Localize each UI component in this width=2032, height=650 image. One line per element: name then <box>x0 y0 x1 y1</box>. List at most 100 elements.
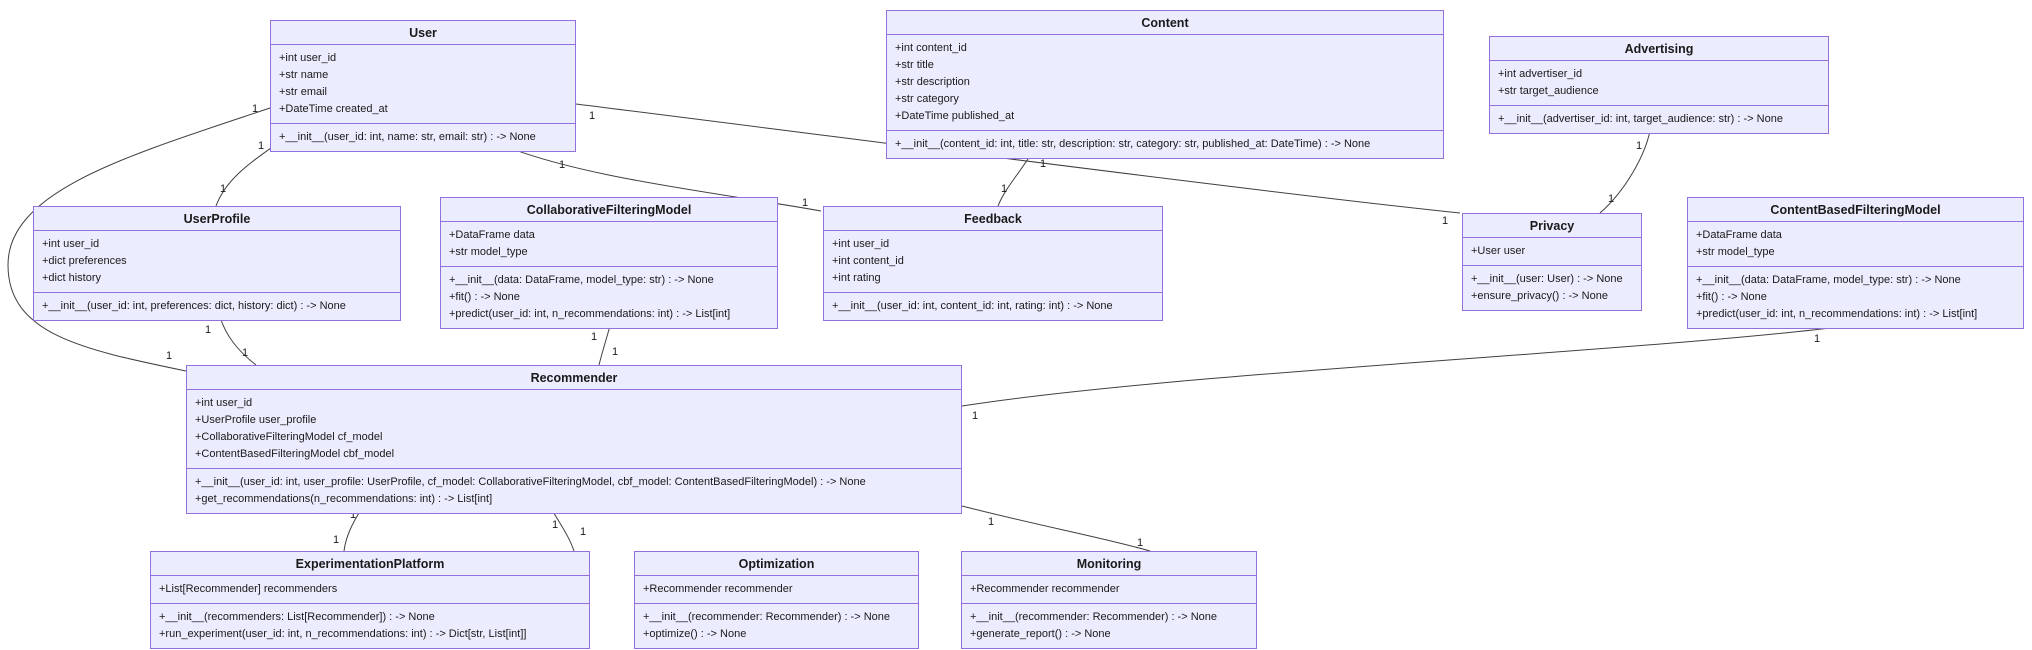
class-attributes-section: +int user_id+UserProfile user_profile+Co… <box>187 390 961 469</box>
class-box-user: User+int user_id+str name+str email+Date… <box>270 20 576 152</box>
class-methods-section: +__init__(data: DataFrame, model_type: s… <box>1688 267 2023 328</box>
class-attribute: +ContentBasedFilteringModel cbf_model <box>195 448 395 460</box>
edge-user-userprofile <box>215 142 279 207</box>
class-method: +__init__(content_id: int, title: str, d… <box>895 138 1371 150</box>
class-attribute: +int advertiser_id <box>1498 68 1583 80</box>
multiplicity-label: 1 <box>1001 183 1007 195</box>
class-methods-section: +__init__(content_id: int, title: str, d… <box>887 131 1443 158</box>
class-attribute: +int user_id <box>42 238 100 250</box>
class-methods-section: +__init__(recommender: Recommender) : ->… <box>635 604 918 648</box>
multiplicity-label: 1 <box>802 197 808 209</box>
multiplicity-label: 1 <box>552 519 558 531</box>
class-name: Content <box>887 11 1443 35</box>
class-attributes-section: +DataFrame data +str model_type <box>1688 222 2023 267</box>
class-box-collaborativefilteringmodel: CollaborativeFilteringModel+DataFrame da… <box>440 197 778 329</box>
class-attributes-section: +int user_id+int content_id+int rating <box>824 231 1162 293</box>
class-method: +run_experiment(user_id: int, n_recommen… <box>159 628 527 640</box>
class-attributes-section: +DataFrame data+str model_type <box>441 222 777 267</box>
class-method: +get_recommendations(n_recommendations: … <box>195 493 493 505</box>
class-attribute: +str model_type <box>1696 246 1775 258</box>
class-attributes-section: +int user_id+str name+str email+DateTime… <box>271 45 575 124</box>
class-method: +__init__(recommender: Recommender) : ->… <box>970 611 1218 623</box>
class-attribute: +str target_audience <box>1498 85 1599 97</box>
class-attribute: +int rating <box>832 272 881 284</box>
class-attribute: +str category <box>895 93 959 105</box>
multiplicity-label: 1 <box>1608 193 1614 205</box>
class-methods-section: +__init__(user_id: int, preferences: dic… <box>34 293 400 320</box>
class-attribute: +str email <box>279 86 327 98</box>
multiplicity-label: 1 <box>333 534 339 546</box>
class-method: +__init__(recommender: Recommender) : ->… <box>643 611 891 623</box>
class-attribute: +int content_id <box>895 42 967 54</box>
edge-collaborativefilteringmodel-recommender <box>598 325 611 366</box>
class-method: +__init__(user_id: int, preferences: dic… <box>42 300 346 312</box>
class-attribute: +int user_id <box>832 238 890 250</box>
multiplicity-label: 1 <box>252 103 258 115</box>
class-method: +fit() : -> None <box>449 291 520 303</box>
class-method: +predict(user_id: int, n_recommendations… <box>449 308 731 320</box>
class-name: Optimization <box>635 552 918 576</box>
class-methods-section: +__init__(user_id: int, content_id: int,… <box>824 293 1162 320</box>
class-method: +__init__(data: DataFrame, model_type: s… <box>449 274 714 286</box>
multiplicity-label: 1 <box>1636 140 1642 152</box>
edge-recommender-monitoring <box>961 505 1151 552</box>
multiplicity-label: 1 <box>612 346 618 358</box>
class-method: +predict(user_id: int, n_recommendations… <box>1696 308 1978 320</box>
class-method: +generate_report() : -> None <box>970 628 1111 640</box>
class-box-feedback: Feedback+int user_id+int content_id+int … <box>823 206 1163 321</box>
class-box-advertising: Advertising +int advertiser_id +str target… <box>1489 36 1829 134</box>
class-attributes-section: +int content_id+str title+str descriptio… <box>887 35 1443 131</box>
class-methods-section: +__init__(recommender: Recommender) : ->… <box>962 604 1256 648</box>
class-methods-section: +__init__(user_id: int, name: str, email… <box>271 124 575 151</box>
class-attribute: +str title <box>895 59 934 71</box>
class-box-experimentationplatform: ExperimentationPlatform+List[Recommender… <box>150 551 590 649</box>
class-attribute: +User user <box>1471 245 1526 257</box>
class-method: +__init__(user_id: int, user_profile: Us… <box>195 476 866 488</box>
class-attribute: +dict preferences <box>42 255 127 267</box>
class-attribute: +UserProfile user_profile <box>195 414 317 426</box>
class-name: Recommender <box>187 366 961 390</box>
multiplicity-label: 1 <box>580 526 586 538</box>
class-methods-section: +__init__(data: DataFrame, model_type: s… <box>441 267 777 328</box>
class-methods-section: +__init__(user: User) : -> None+ensure_p… <box>1463 266 1641 310</box>
class-name: Privacy <box>1463 214 1641 238</box>
class-box-optimization: Optimization+Recommender recommender+__i… <box>634 551 919 649</box>
class-attribute: +str name <box>279 69 329 81</box>
class-attributes-section: +User user <box>1463 238 1641 266</box>
class-methods-section: +__init__(user_id: int, user_profile: Us… <box>187 469 961 513</box>
class-name: Advertising <box>1490 37 1828 61</box>
class-method: +__init__(data: DataFrame, model_type: s… <box>1696 274 1961 286</box>
multiplicity-label: 1 <box>1040 158 1046 170</box>
class-method: +__init__(advertiser_id: int, target_aud… <box>1498 113 1783 125</box>
class-name: Feedback <box>824 207 1162 231</box>
class-name: User <box>271 21 575 45</box>
class-attributes-section: +int advertiser_id +str target_audience <box>1490 61 1828 106</box>
class-methods-section: +__init__(recommenders: List[Recommender… <box>151 604 589 648</box>
class-name: Monitoring <box>962 552 1256 576</box>
class-attributes-section: +List[Recommender] recommenders <box>151 576 589 604</box>
class-method: +optimize() : -> None <box>643 628 747 640</box>
class-attributes-section: +int user_id +dict preferences +dict histo… <box>34 231 400 293</box>
class-box-content: Content+int content_id+str title+str des… <box>886 10 1444 159</box>
class-attribute: +DataFrame data <box>1696 229 1782 241</box>
class-attribute: +List[Recommender] recommenders <box>159 583 338 595</box>
multiplicity-label: 1 <box>591 331 597 343</box>
multiplicity-label: 1 <box>205 324 211 336</box>
class-attribute: +dict history <box>42 272 101 284</box>
class-attributes-section: +Recommender recommender <box>962 576 1256 604</box>
multiplicity-label: 1 <box>166 350 172 362</box>
class-attribute: +int user_id <box>279 52 337 64</box>
class-method: +ensure_privacy() : -> None <box>1471 290 1608 302</box>
class-box-monitoring: Monitoring+Recommender recommender +__ini… <box>961 551 1257 649</box>
multiplicity-label: 1 <box>220 183 226 195</box>
edge-advertising-privacy <box>1599 125 1652 214</box>
class-attribute: +DataFrame data <box>449 229 535 241</box>
multiplicity-label: 1 <box>972 410 978 422</box>
multiplicity-label: 1 <box>1814 333 1820 345</box>
class-methods-section: +__init__(advertiser_id: int, target_aud… <box>1490 106 1828 133</box>
multiplicity-label: 1 <box>1137 537 1143 549</box>
class-method: +__init__(user_id: int, content_id: int,… <box>832 300 1113 312</box>
multiplicity-label: 1 <box>1442 215 1448 227</box>
edge-recommender-experimentationplatform <box>343 507 363 552</box>
class-attribute: +CollaborativeFilteringModel cf_model <box>195 431 383 443</box>
